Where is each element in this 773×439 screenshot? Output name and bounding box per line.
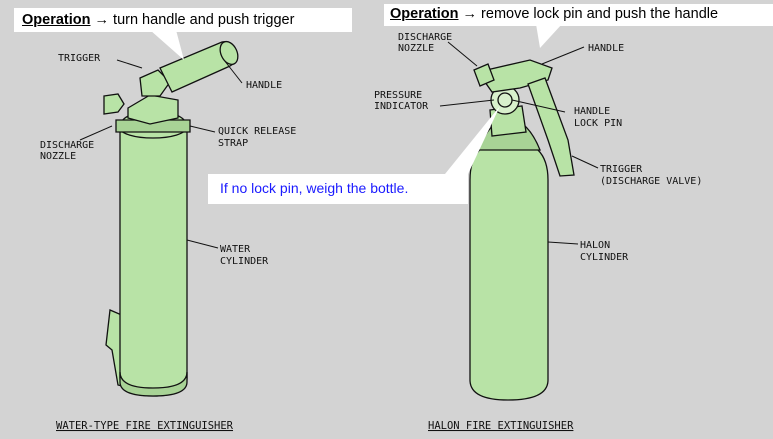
- left-operation-callout: Operation → turn handle and push trigger: [14, 8, 352, 32]
- label-halon-discharge-nozzle-line1: DISCHARGE: [398, 32, 452, 43]
- note-pointer: [445, 106, 500, 174]
- cylinder-base-band: [119, 371, 188, 397]
- label-pressure-indicator-line2: INDICATOR: [374, 101, 429, 112]
- label-halon-cylinder-line2: CYLINDER: [580, 252, 629, 263]
- caption-water-extinguisher: WATER-TYPE FIRE EXTINGUISHER: [56, 420, 234, 432]
- trigger-lever: [139, 69, 171, 97]
- leader-lines: [79, 41, 599, 249]
- left-callout-pointer: [150, 30, 184, 60]
- left-operation-label: Operation: [22, 12, 91, 28]
- valve-head: [127, 94, 179, 125]
- label-halon-trigger-line2: (DISCHARGE VALVE): [600, 176, 702, 187]
- water-cylinder: [119, 111, 188, 397]
- lock-pin-note: If no lock pin, weigh the bottle.: [220, 180, 409, 196]
- label-trigger: TRIGGER: [58, 53, 101, 64]
- label-discharge-nozzle-line1: DISCHARGE: [40, 140, 94, 151]
- label-halon-handle: HANDLE: [588, 43, 624, 54]
- lock-pin-note-box: [208, 174, 468, 204]
- handle-end-cap: [219, 40, 239, 66]
- label-halon-cylinder-line1: HALON: [580, 240, 610, 251]
- label-water-cylinder-line2: CYLINDER: [220, 256, 269, 267]
- halon-discharge-nozzle: [473, 63, 495, 87]
- right-operation-text: remove lock pin and push the handle: [481, 6, 719, 22]
- halon-extinguisher: [469, 59, 575, 401]
- label-handle: HANDLE: [246, 80, 282, 91]
- label-handle-lock-pin-line1: HANDLE: [574, 106, 610, 117]
- water-extinguisher: [103, 40, 239, 397]
- halon-trigger: [527, 77, 575, 177]
- discharge-nozzle: [103, 93, 125, 115]
- left-operation-arrow: →: [90, 12, 114, 28]
- right-operation-label: Operation: [390, 6, 459, 22]
- right-operation-callout: Operation → remove lock pin and push the…: [384, 4, 773, 26]
- label-handle-lock-pin-line2: LOCK PIN: [574, 118, 622, 129]
- halon-cylinder: [469, 139, 549, 401]
- label-quick-release-line2: STRAP: [218, 138, 248, 149]
- label-discharge-nozzle-line2: NOZZLE: [40, 151, 76, 162]
- label-quick-release-line1: QUICK RELEASE: [218, 126, 296, 137]
- label-water-cylinder-line1: WATER: [220, 244, 251, 255]
- right-operation-arrow: →: [458, 6, 482, 22]
- left-operation-text: turn handle and push trigger: [113, 12, 295, 28]
- right-callout-pointer: [536, 24, 562, 48]
- label-halon-trigger-line1: TRIGGER: [600, 164, 643, 175]
- label-pressure-indicator-line1: PRESSURE: [374, 90, 422, 101]
- caption-halon-extinguisher: HALON FIRE EXTINGUISHER: [428, 420, 574, 432]
- label-halon-discharge-nozzle-line2: NOZZLE: [398, 43, 434, 54]
